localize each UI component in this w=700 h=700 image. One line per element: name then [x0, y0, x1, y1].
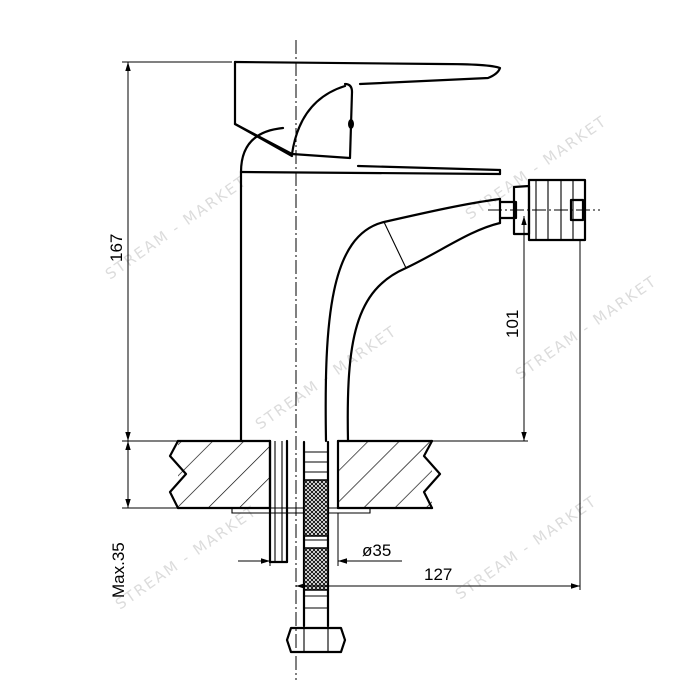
- lever-handle: [233, 60, 502, 160]
- mounting-stud: [268, 439, 289, 564]
- watermark-text: STREAM - MARKET: [452, 492, 601, 604]
- dimension-label-max-thickness: Max.35: [109, 542, 128, 598]
- dimension-max-thickness: Max.35: [109, 441, 178, 598]
- center-line: [295, 40, 600, 680]
- dimension-reach: 127: [296, 240, 581, 590]
- dimension-label-hole-diameter: ø35: [362, 541, 391, 560]
- watermark-text: STREAM - MARKET: [102, 172, 251, 284]
- dimension-label-reach: 127: [424, 565, 452, 584]
- flexible-hose: [285, 440, 347, 654]
- faucet-body: [239, 126, 502, 443]
- dimension-hole-diameter: ø35: [238, 513, 402, 566]
- countertop-section: [168, 439, 442, 514]
- dimension-total-height: 167: [107, 61, 232, 442]
- dimension-label-total-height: 167: [107, 234, 126, 262]
- watermark-text: STREAM - MARKET: [112, 502, 261, 614]
- dimension-label-spout-height: 101: [503, 310, 522, 338]
- watermark-layer: STREAM - MARKET STREAM - MARKET STREAM -…: [102, 112, 661, 614]
- watermark-text: STREAM - MARKET: [512, 272, 661, 384]
- dimension-spout-height: 101: [432, 216, 528, 442]
